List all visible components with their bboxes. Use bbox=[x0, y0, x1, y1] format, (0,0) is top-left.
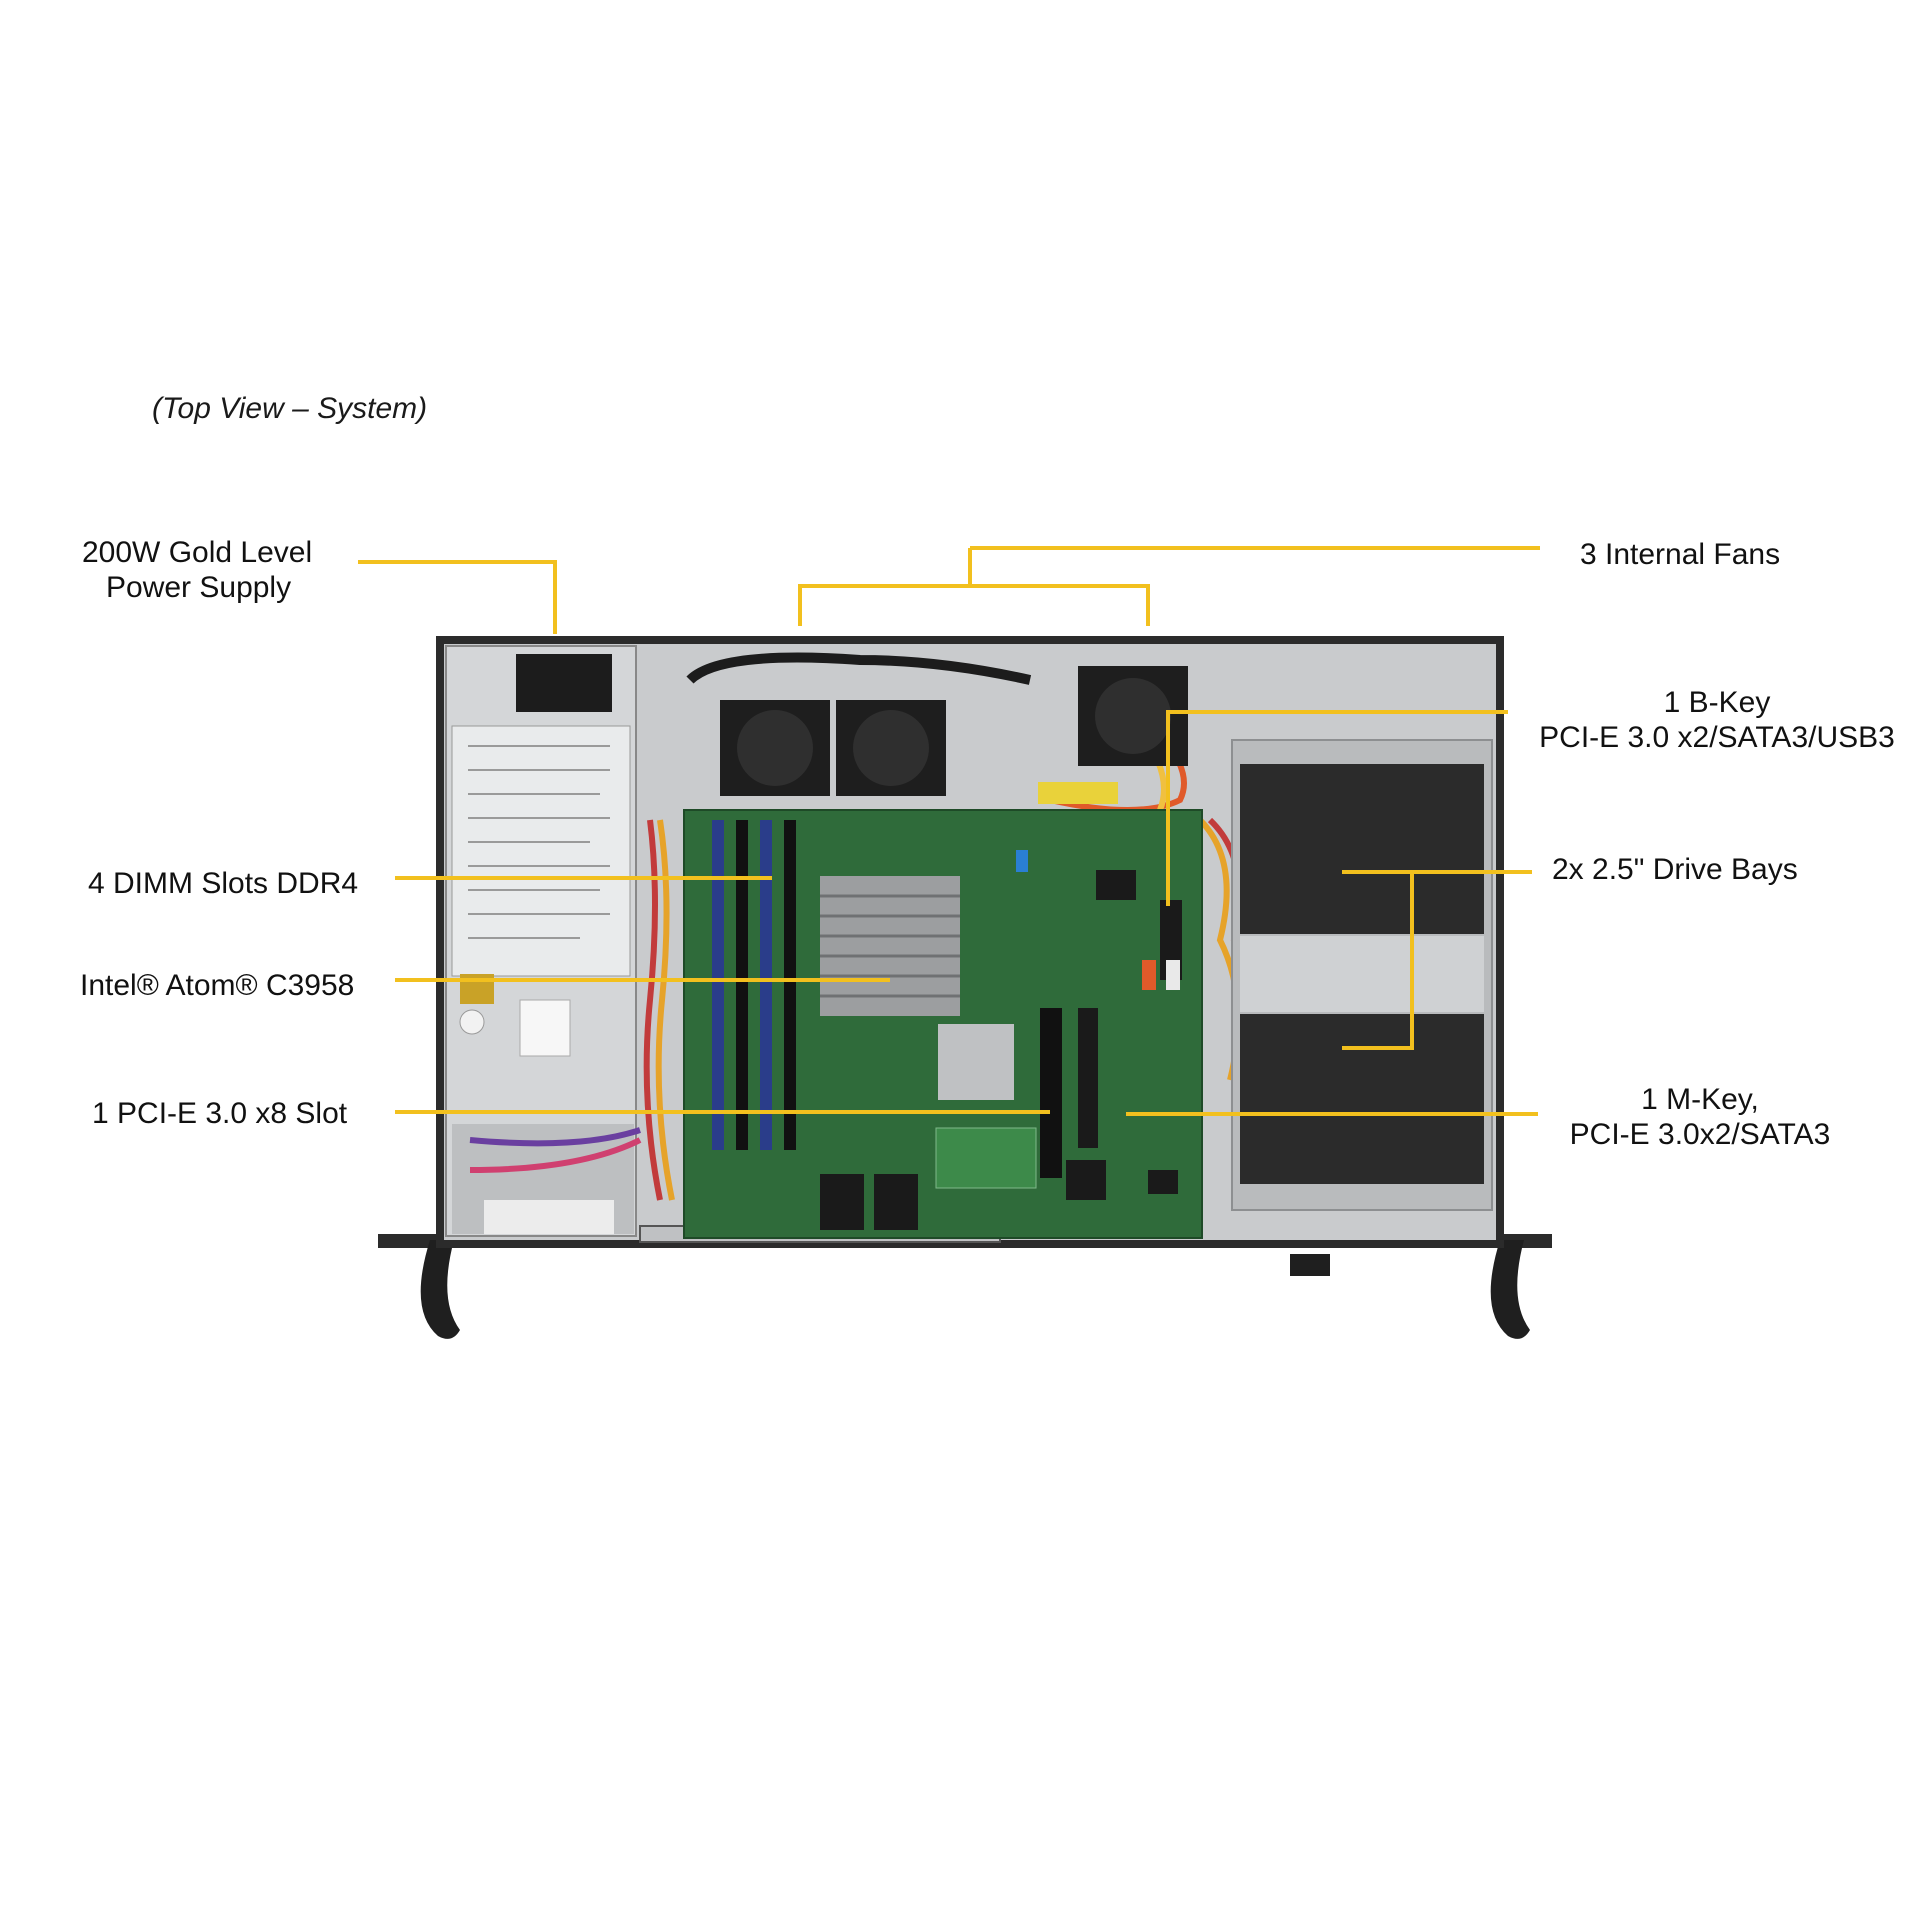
fans-label: 3 Internal Fans bbox=[1580, 538, 1781, 571]
psu-label: 200W Gold Level Power Supply bbox=[82, 535, 312, 605]
bkey-label-line2: PCI-E 3.0 x2/SATA3/USB3 bbox=[1539, 721, 1895, 754]
mkey-label: 1 M-Key, PCI-E 3.0x2/SATA3 bbox=[1520, 1082, 1880, 1152]
cpu-label: Intel® Atom® C3958 bbox=[80, 969, 355, 1002]
dimm-slots bbox=[712, 820, 796, 1150]
fans-leader-line bbox=[798, 584, 1150, 626]
drive-bays-label: 2x 2.5" Drive Bays bbox=[1552, 853, 1798, 886]
psu-leader-line bbox=[358, 560, 557, 634]
pcie-slot-label: 1 PCI-E 3.0 x8 Slot bbox=[92, 1097, 348, 1130]
view-caption: (Top View – System) bbox=[152, 392, 428, 425]
motherboard bbox=[683, 809, 1203, 1239]
rack-handles bbox=[378, 1234, 1552, 1339]
bkey-leader-line bbox=[1166, 710, 1508, 906]
drive-bays bbox=[1231, 739, 1493, 1211]
m2-slot bbox=[1078, 1008, 1098, 1148]
mkey-label-line2: PCI-E 3.0x2/SATA3 bbox=[1569, 1118, 1831, 1151]
dimm-label: 4 DIMM Slots DDR4 bbox=[88, 867, 359, 900]
psu-label-line1: 200W Gold Level bbox=[82, 536, 313, 569]
leader-lines bbox=[358, 546, 1540, 1116]
bkey-label: 1 B-Key PCI-E 3.0 x2/SATA3/USB3 bbox=[1522, 685, 1912, 755]
cpu-heatsink bbox=[820, 876, 1014, 1100]
bkey-label-line1: 1 B-Key bbox=[1663, 686, 1771, 719]
power-supply bbox=[445, 645, 637, 1237]
psu-label-line2: Power Supply bbox=[106, 571, 292, 604]
pcie-slot bbox=[1040, 1008, 1062, 1178]
mkey-label-line1: 1 M-Key, bbox=[1641, 1083, 1759, 1116]
